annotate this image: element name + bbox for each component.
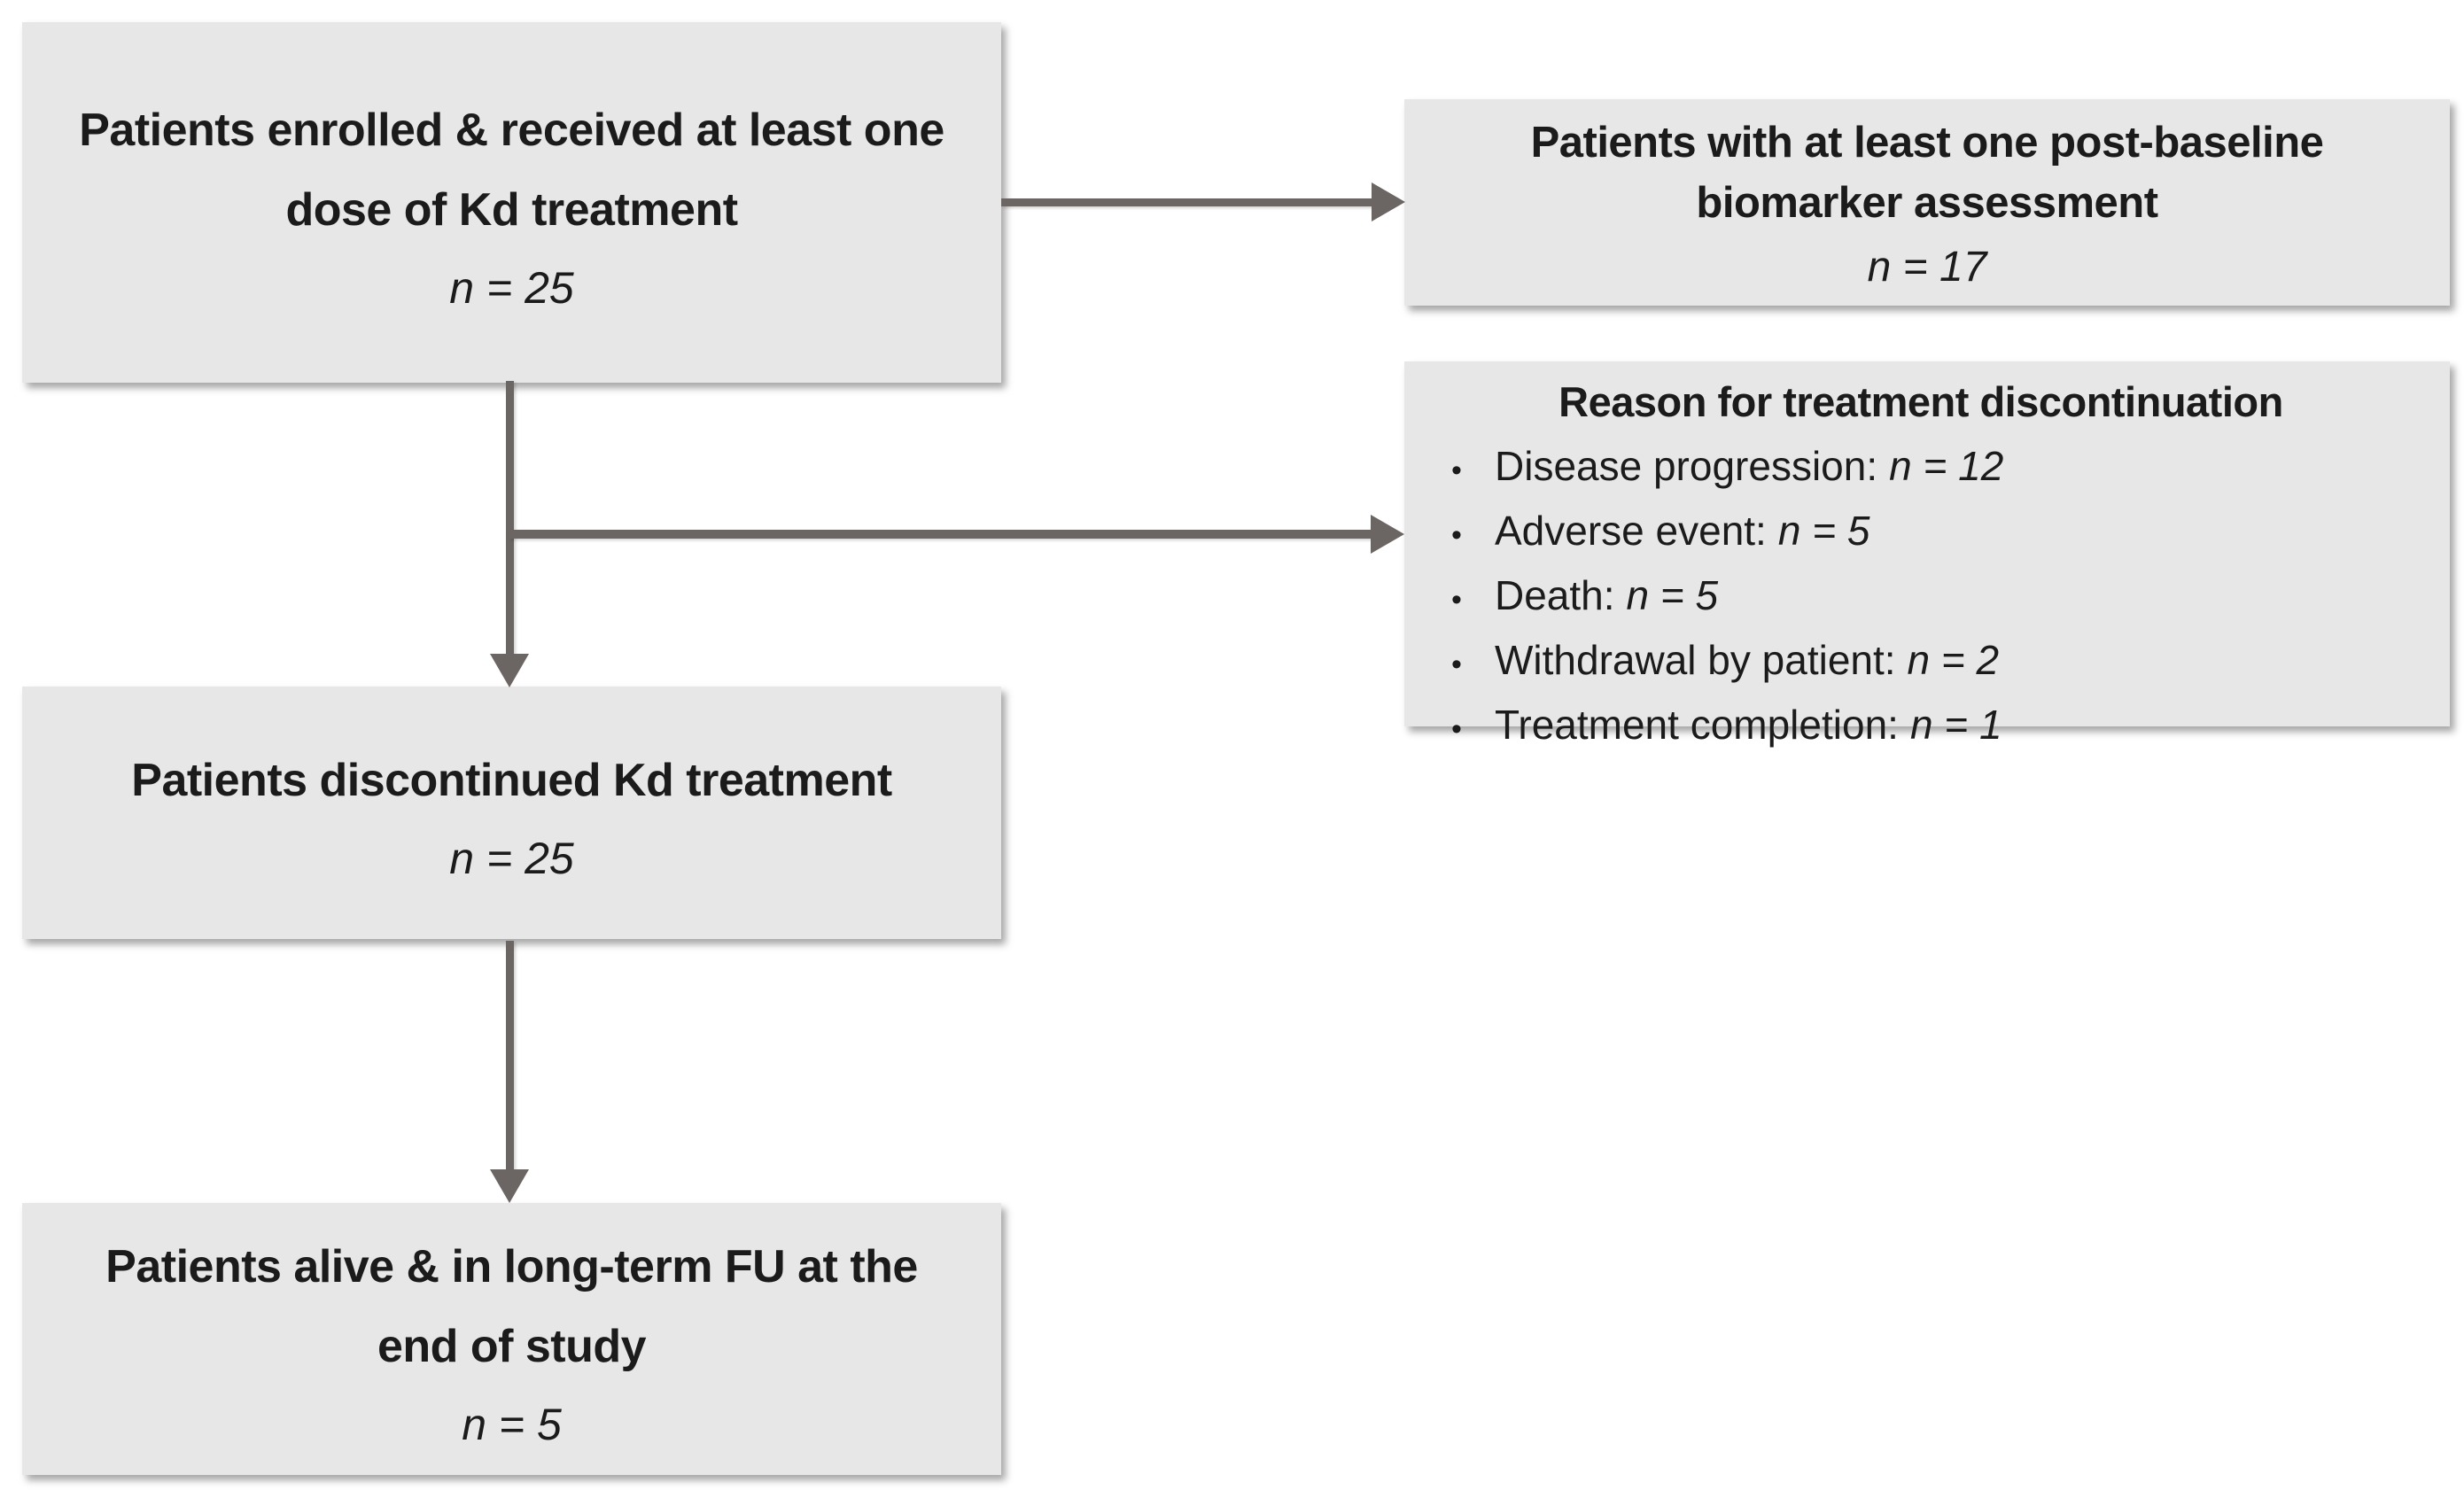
reason-label: Adverse event:	[1495, 508, 1767, 554]
reason-count: n = 1	[1909, 702, 2002, 748]
box-patients-enrolled-count: n = 25	[449, 262, 574, 313]
reason-count: n = 5	[1777, 508, 1870, 554]
bullet-icon: •	[1451, 454, 1462, 487]
arrow-shaft	[506, 941, 514, 1173]
bullet-icon: •	[1451, 648, 1462, 681]
box-patients-alive-fu-title: Patients alive & in long-term FU at the …	[105, 1241, 918, 1372]
list-item: • Withdrawal by patient: n = 2	[1419, 640, 2423, 680]
box-patients-discontinued-count: n = 25	[449, 834, 574, 884]
list-item: • Disease progression: n = 12	[1419, 446, 2423, 486]
reason-label: Disease progression:	[1495, 443, 1878, 489]
bullet-icon: •	[1451, 518, 1462, 552]
reason-count: n = 2	[1907, 637, 2000, 683]
arrow-head-right-icon	[1371, 515, 1404, 554]
arrow-head-right-icon	[1372, 182, 1405, 221]
reason-label: Treatment completion:	[1495, 702, 1899, 748]
list-item: • Adverse event: n = 5	[1419, 510, 2423, 551]
box-biomarker-assessment: Patients with at least one post-baseline…	[1404, 99, 2450, 306]
arrow-head-down-icon	[490, 1169, 529, 1203]
reason-label: Withdrawal by patient:	[1495, 637, 1896, 683]
arrow-head-down-icon	[490, 654, 529, 687]
box-patients-enrolled: Patients enrolled & received at least on…	[22, 22, 1001, 383]
discontinuation-reasons-list: • Disease progression: n = 12 • Adverse …	[1419, 446, 2423, 745]
box-discontinuation-reasons: Reason for treatment discontinuation • D…	[1404, 361, 2450, 745]
box-patients-discontinued-title: Patients discontinued Kd treatment	[131, 754, 892, 806]
list-item: • Treatment completion: n = 1	[1419, 704, 2423, 745]
arrow-shaft	[1001, 198, 1377, 206]
bullet-icon: •	[1451, 583, 1462, 617]
reason-count: n = 12	[1889, 443, 2004, 489]
reason-count: n = 5	[1626, 572, 1719, 618]
box-patients-enrolled-title: Patients enrolled & received at least on…	[79, 105, 944, 236]
box-patients-alive-fu-count: n = 5	[462, 1399, 562, 1449]
reason-label: Death:	[1495, 572, 1615, 618]
box-patients-alive-fu: Patients alive & in long-term FU at the …	[22, 1203, 1001, 1475]
box-patients-discontinued: Patients discontinued Kd treatment n = 2…	[22, 687, 1001, 939]
box-biomarker-assessment-title: Patients with at least one post-baseline…	[1530, 119, 2324, 227]
arrow-shaft	[509, 530, 1376, 539]
bullet-icon: •	[1451, 712, 1462, 746]
list-item: • Death: n = 5	[1419, 575, 2423, 616]
box-biomarker-assessment-count: n = 17	[1867, 243, 1987, 291]
arrow-shaft	[506, 381, 514, 657]
box-discontinuation-reasons-title: Reason for treatment discontinuation	[1558, 378, 2283, 425]
